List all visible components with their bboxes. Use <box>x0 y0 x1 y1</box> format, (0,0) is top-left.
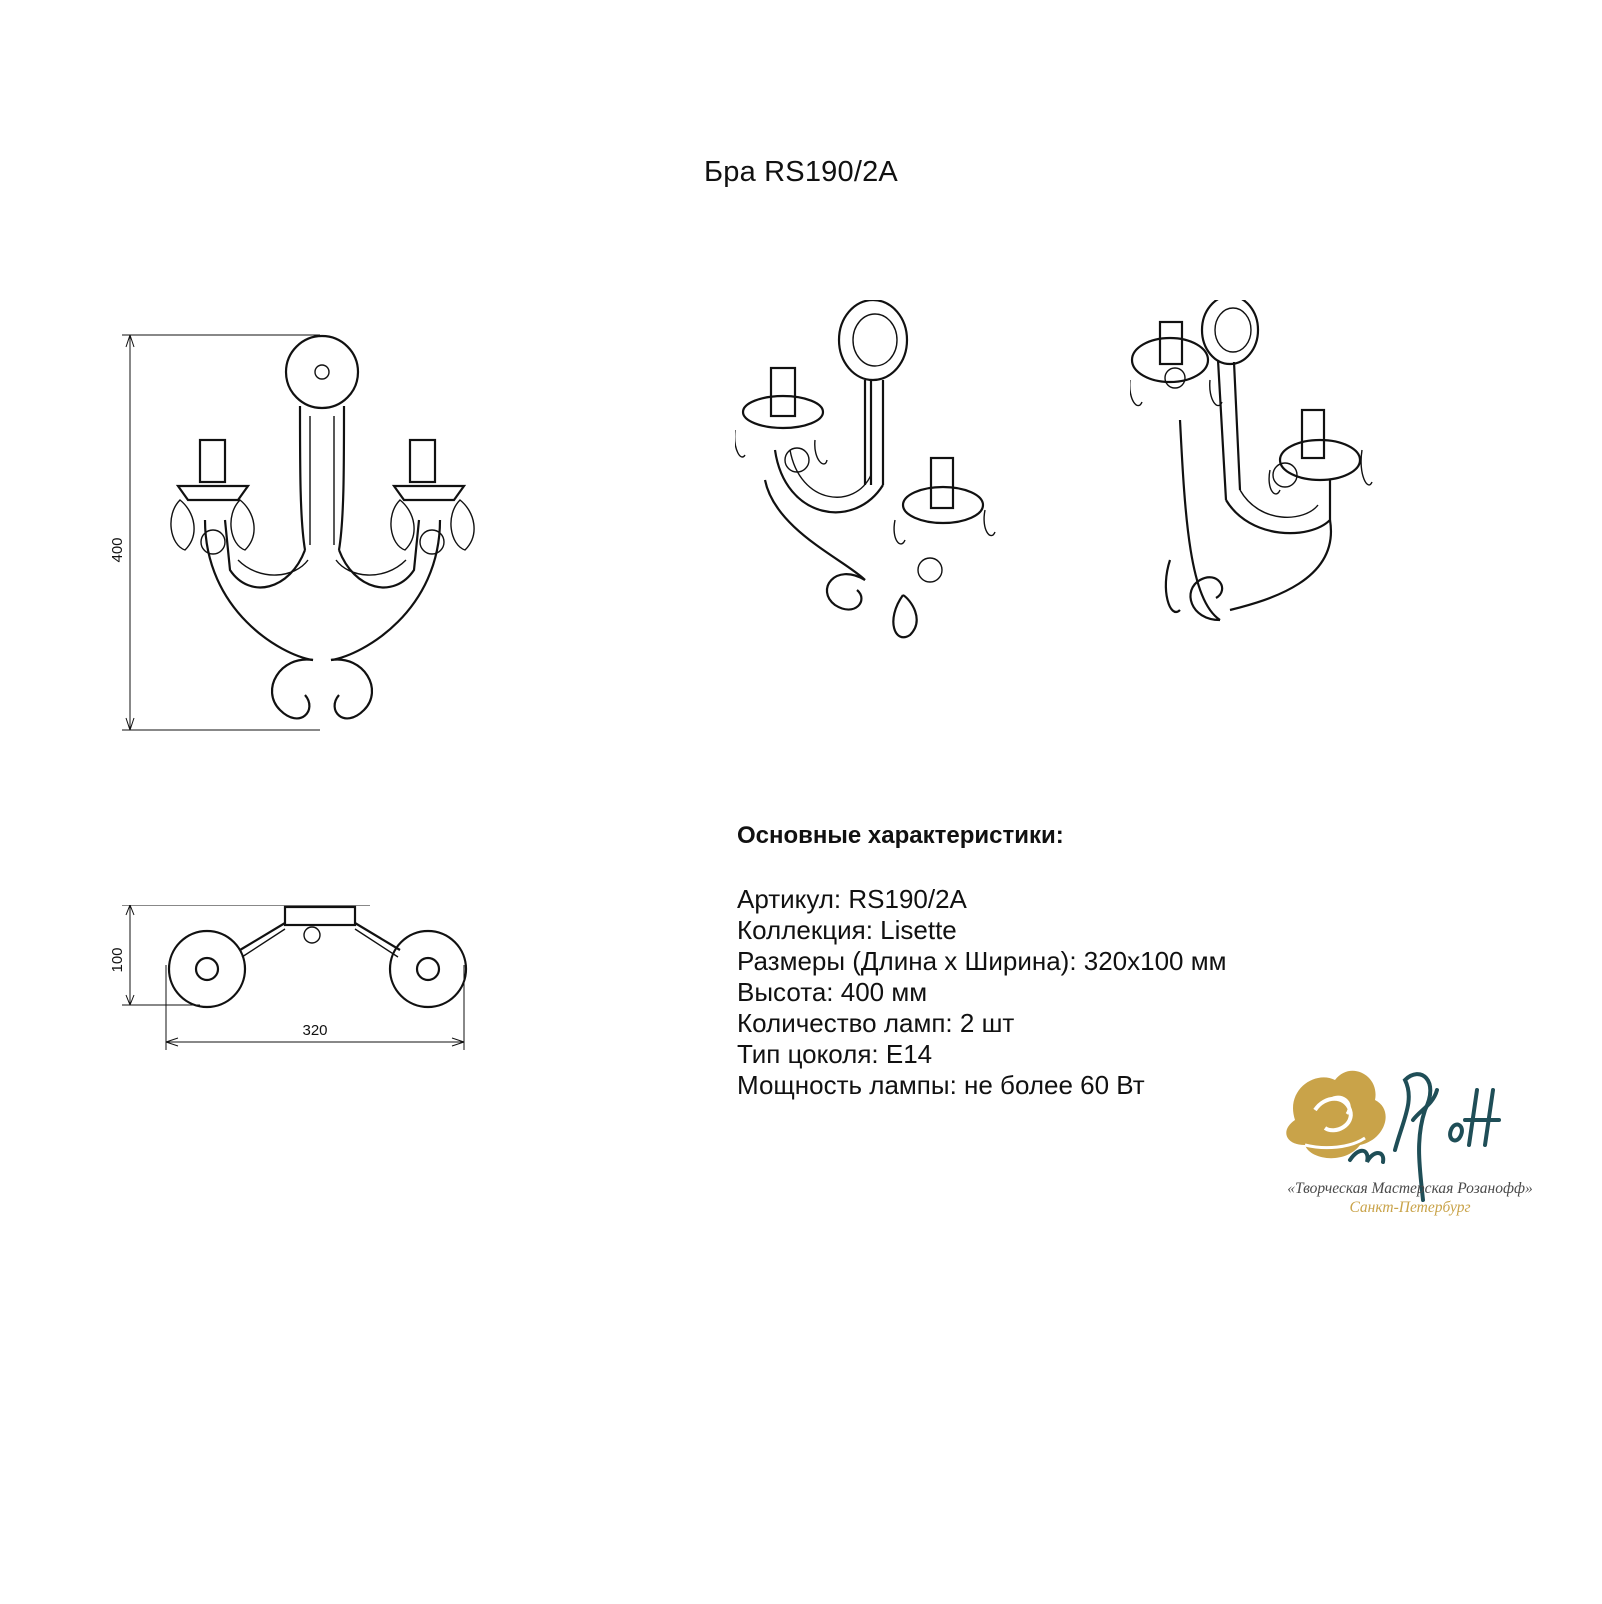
spec-dimensions: Размеры (Длина х Ширина): 320х100 мм <box>737 946 1227 976</box>
specs-heading: Основные характеристики: <box>737 822 1064 849</box>
top-view-drawing: 100 320 <box>110 905 468 1050</box>
spec-socket-type: Тип цоколя: E14 <box>737 1039 933 1069</box>
spec-article: Артикул: RS190/2A <box>737 884 967 914</box>
spec-lamp-power: Мощность лампы: не более 60 Вт <box>737 1070 1145 1100</box>
specifications-block: Основные характеристики: Артикул: RS190/… <box>737 820 1227 1101</box>
spec-height: Высота: 400 мм <box>737 977 928 1007</box>
width-dimension-label: 320 <box>302 1022 327 1039</box>
perspective-view-left <box>735 300 996 639</box>
page-title: Бра RS190/2A <box>704 156 898 188</box>
spec-collection: Коллекция: Lisette <box>737 915 957 945</box>
perspective-view-right <box>1130 300 1373 622</box>
wordmark-signature <box>1348 1072 1501 1202</box>
spec-lamp-count: Количество ламп: 2 шт <box>737 1008 1015 1038</box>
depth-dimension-label: 100 <box>110 947 126 972</box>
front-view-drawing: 400 <box>110 334 475 731</box>
logo-caption: «Творческая Мастерская Розанофф» Санкт-П… <box>1255 1180 1565 1217</box>
logo-caption-company: «Творческая Мастерская Розанофф» <box>1287 1180 1533 1197</box>
rozanoff-logo <box>1286 1070 1501 1202</box>
height-dimension-label: 400 <box>110 537 126 562</box>
logo-caption-city: Санкт-Петербург <box>1349 1199 1471 1216</box>
rose-icon <box>1286 1070 1386 1159</box>
